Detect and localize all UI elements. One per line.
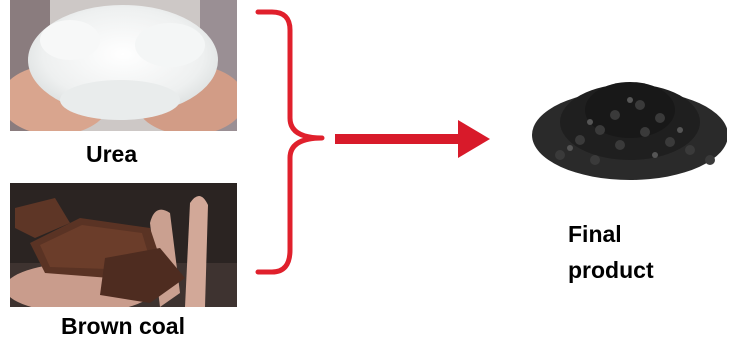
final-product-label: Final product bbox=[568, 216, 654, 288]
brown-coal-label: Brown coal bbox=[61, 312, 185, 340]
right-arrow-icon bbox=[330, 118, 500, 168]
brown-coal-photo bbox=[10, 183, 237, 307]
bracket-brace bbox=[250, 0, 340, 280]
urea-label: Urea bbox=[86, 140, 137, 168]
final-product-label-line2: product bbox=[568, 252, 654, 288]
urea-photo bbox=[10, 0, 237, 131]
final-product-label-line1: Final bbox=[568, 216, 654, 252]
final-product-photo bbox=[520, 60, 727, 190]
